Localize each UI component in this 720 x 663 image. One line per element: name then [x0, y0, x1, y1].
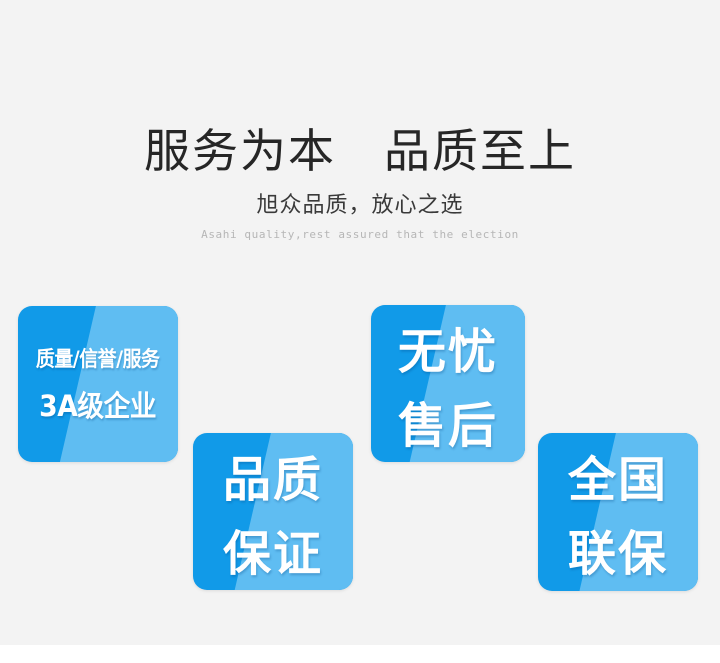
badge-nationwide-warranty[interactable]: 全国 联保: [538, 433, 698, 591]
subtitle-en: Asahi quality,rest assured that the elec…: [201, 228, 519, 241]
bottom-strip: [0, 645, 720, 663]
badge-quality-line-bottom: 保证: [222, 525, 323, 582]
page-title: 服务为本 品质至上: [144, 124, 576, 178]
badge-warranty-line-bottom: 联保: [567, 526, 668, 582]
badge-content: 无忧 售后: [371, 305, 525, 462]
badge-3a-mainline: 3A级企业: [39, 389, 157, 423]
headline-block: 服务为本 品质至上 旭众品质，放心之选 Asahi quality,rest a…: [0, 122, 720, 242]
badge-service-line-bottom: 售后: [397, 397, 498, 454]
badge-3a-enterprise[interactable]: 质量/信誉/服务 3A级企业: [18, 306, 178, 462]
badge-quality-line-top: 品质: [222, 451, 323, 508]
subtitle-cn: 旭众品质，放心之选: [256, 193, 464, 218]
badge-content: 全国 联保: [538, 433, 698, 591]
badge-warranty-line-top: 全国: [567, 452, 668, 508]
badge-worry-free-service[interactable]: 无忧 售后: [371, 305, 525, 462]
badge-content: 品质 保证: [193, 433, 353, 590]
badge-3a-subline: 质量/信誉/服务: [36, 347, 160, 371]
badge-quality-guarantee[interactable]: 品质 保证: [193, 433, 353, 590]
badge-content: 质量/信誉/服务 3A级企业: [18, 306, 178, 462]
badge-service-line-top: 无忧: [397, 323, 498, 380]
